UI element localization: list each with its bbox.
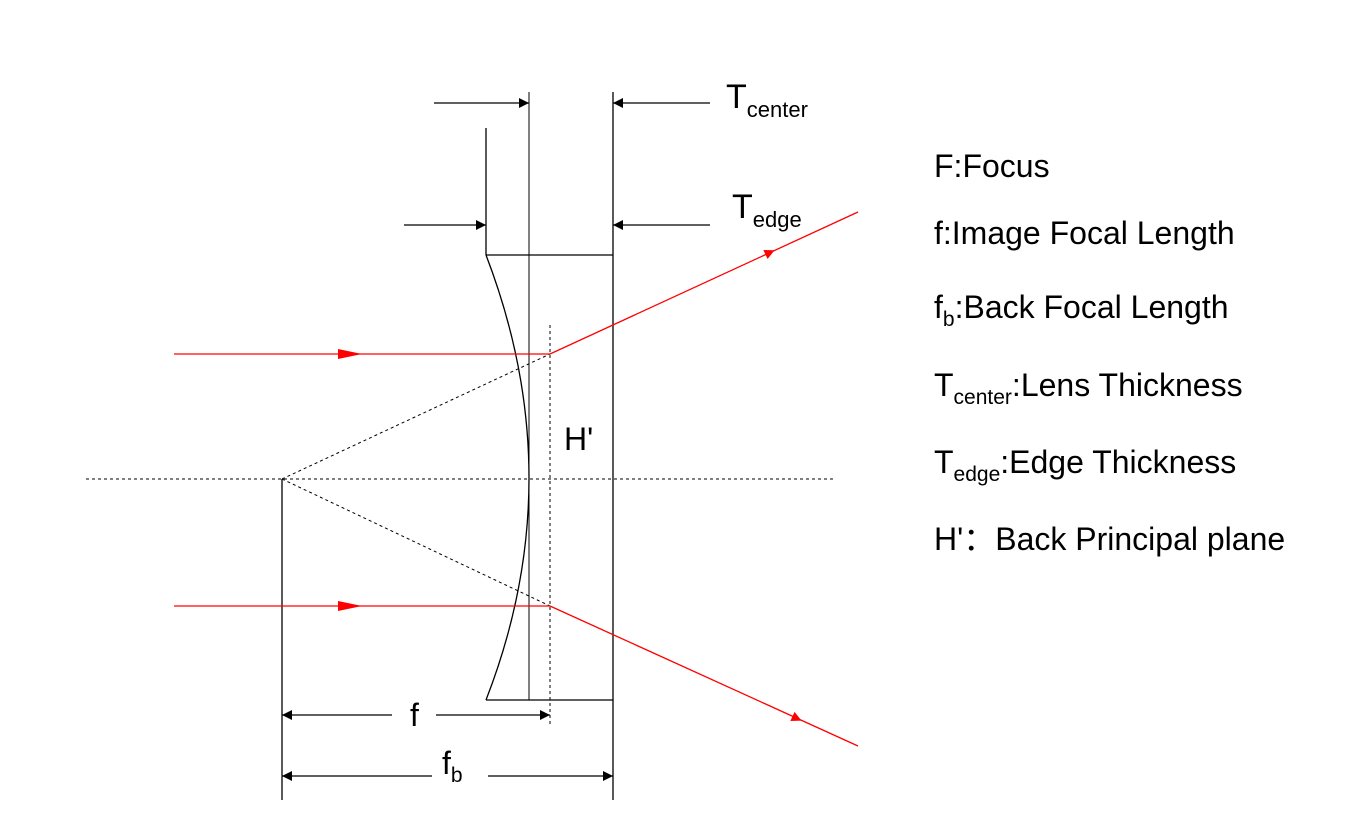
virtual-ray-lower [281,478,551,607]
legend-item-focus: F:Focus [934,148,1050,184]
incident-ray-lower-arrow [338,601,362,611]
legend-item-edge-thickness: Tedge:Edge Thickness [934,444,1237,486]
lens-concave-surface [485,254,530,701]
t-edge-label: Tedge [732,188,802,232]
t-center-label: Tcenter [726,78,808,122]
h-prime-label: H' [564,421,593,457]
incident-ray-upper-arrow [338,349,362,359]
refracted-ray-lower [549,605,859,747]
refracted-ray-lower-arrow [772,707,802,721]
refracted-ray-upper [549,211,859,355]
virtual-ray-upper [281,353,551,480]
legend-item-back-focal-length: fb:Back Focal Length [934,289,1229,331]
legend-item-back-principal-plane: H'：Back Principal plane [934,521,1286,557]
f-label: f [410,697,419,733]
legend-item-lens-thickness: Tcenter:Lens Thickness [934,367,1243,409]
legend-item-image-focal-length: f:Image Focal Length [934,215,1235,251]
fb-label: fb [442,745,463,787]
refracted-ray-upper-arrow [745,249,775,264]
